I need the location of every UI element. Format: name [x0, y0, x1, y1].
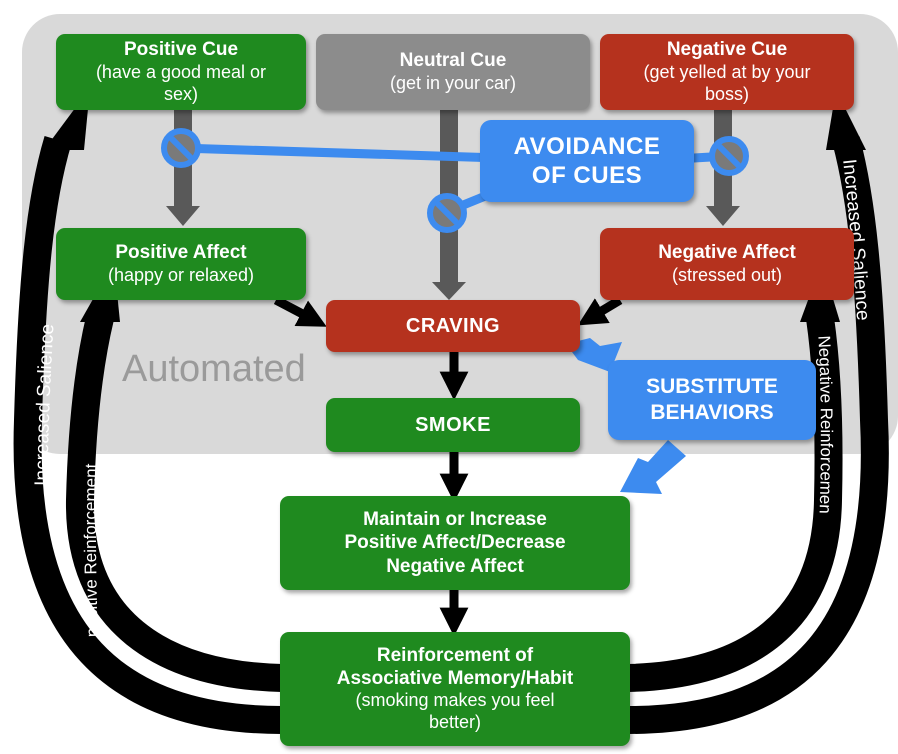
automated-label: Automated: [122, 348, 306, 390]
maintain-label: Maintain or Increase: [363, 509, 547, 531]
positive-affect-title: Positive Affect: [115, 242, 247, 264]
smoke-box: SMOKE: [326, 398, 580, 452]
positive-affect-sub: (happy or relaxed): [107, 264, 255, 285]
reinforcement-sub: better): [428, 712, 482, 733]
black-arrows: [273, 296, 623, 637]
positive-cue-title: Positive Cue: [123, 39, 239, 61]
neutral-cue-sub: (get in your car): [389, 72, 517, 93]
prohibition-icon: [161, 128, 201, 168]
substitute-label: BEHAVIORS: [650, 401, 774, 424]
neutral-cue-title: Neutral Cue: [399, 50, 507, 72]
craving-label: CRAVING: [405, 314, 501, 337]
smoke-label: SMOKE: [415, 413, 491, 436]
reinforcement-label: Associative Memory/Habit: [336, 668, 574, 690]
reinforcement-box: Reinforcement of Associative Memory/Habi…: [280, 632, 630, 746]
maintain-affect-box: Maintain or Increase Positive Affect/Dec…: [280, 496, 630, 590]
positive-cue-sub: (have a good meal or: [95, 61, 267, 82]
neutral-cue-box: Neutral Cue (get in your car): [316, 34, 590, 110]
positive-affect-box: Positive Affect (happy or relaxed): [56, 228, 306, 300]
negative-affect-box: Negative Affect (stressed out): [600, 228, 854, 300]
positive-cue-box: Positive Cue (have a good meal or sex): [56, 34, 306, 110]
svg-text:positive Reinforcement: positive Reinforcement: [81, 463, 102, 637]
substitute-behaviors-box: SUBSTITUTE BEHAVIORS: [608, 360, 816, 440]
avoidance-label: AVOIDANCE: [513, 132, 661, 160]
negative-cue-sub: (get yelled at by your: [643, 61, 811, 82]
reinforcement-label: Reinforcement of: [376, 644, 534, 666]
substitute-arrows: [566, 338, 686, 494]
avoidance-label: OF CUES: [531, 162, 643, 189]
prohibition-icon: [709, 136, 749, 176]
avoidance-of-cues-box: AVOIDANCE OF CUES: [480, 120, 694, 202]
prohibition-icon: [427, 193, 467, 233]
svg-text:Negative Reinforcemen: Negative Reinforcemen: [814, 335, 836, 514]
negative-cue-title: Negative Cue: [666, 39, 788, 61]
maintain-label: Negative Affect: [386, 555, 524, 577]
positive-cue-sub: sex): [163, 83, 198, 104]
left-inner-loop-label: positive Reinforcement: [81, 463, 102, 637]
negative-affect-sub: (stressed out): [671, 264, 783, 285]
left-inner-loop: [65, 314, 283, 692]
substitute-label: SUBSTITUTE: [646, 375, 778, 399]
right-inner-loop: [627, 316, 843, 692]
left-outer-loop: [13, 135, 283, 734]
right-inner-loop-label: Negative Reinforcemen: [814, 335, 836, 514]
right-outer-loop: [627, 136, 889, 734]
negative-cue-sub: boss): [704, 83, 749, 104]
negative-cue-box: Negative Cue (get yelled at by your boss…: [600, 34, 854, 110]
craving-box: CRAVING: [326, 300, 580, 352]
negative-affect-title: Negative Affect: [658, 242, 796, 264]
maintain-label: Positive Affect/Decrease: [344, 532, 566, 554]
reinforcement-sub: (smoking makes you feel: [355, 690, 555, 711]
